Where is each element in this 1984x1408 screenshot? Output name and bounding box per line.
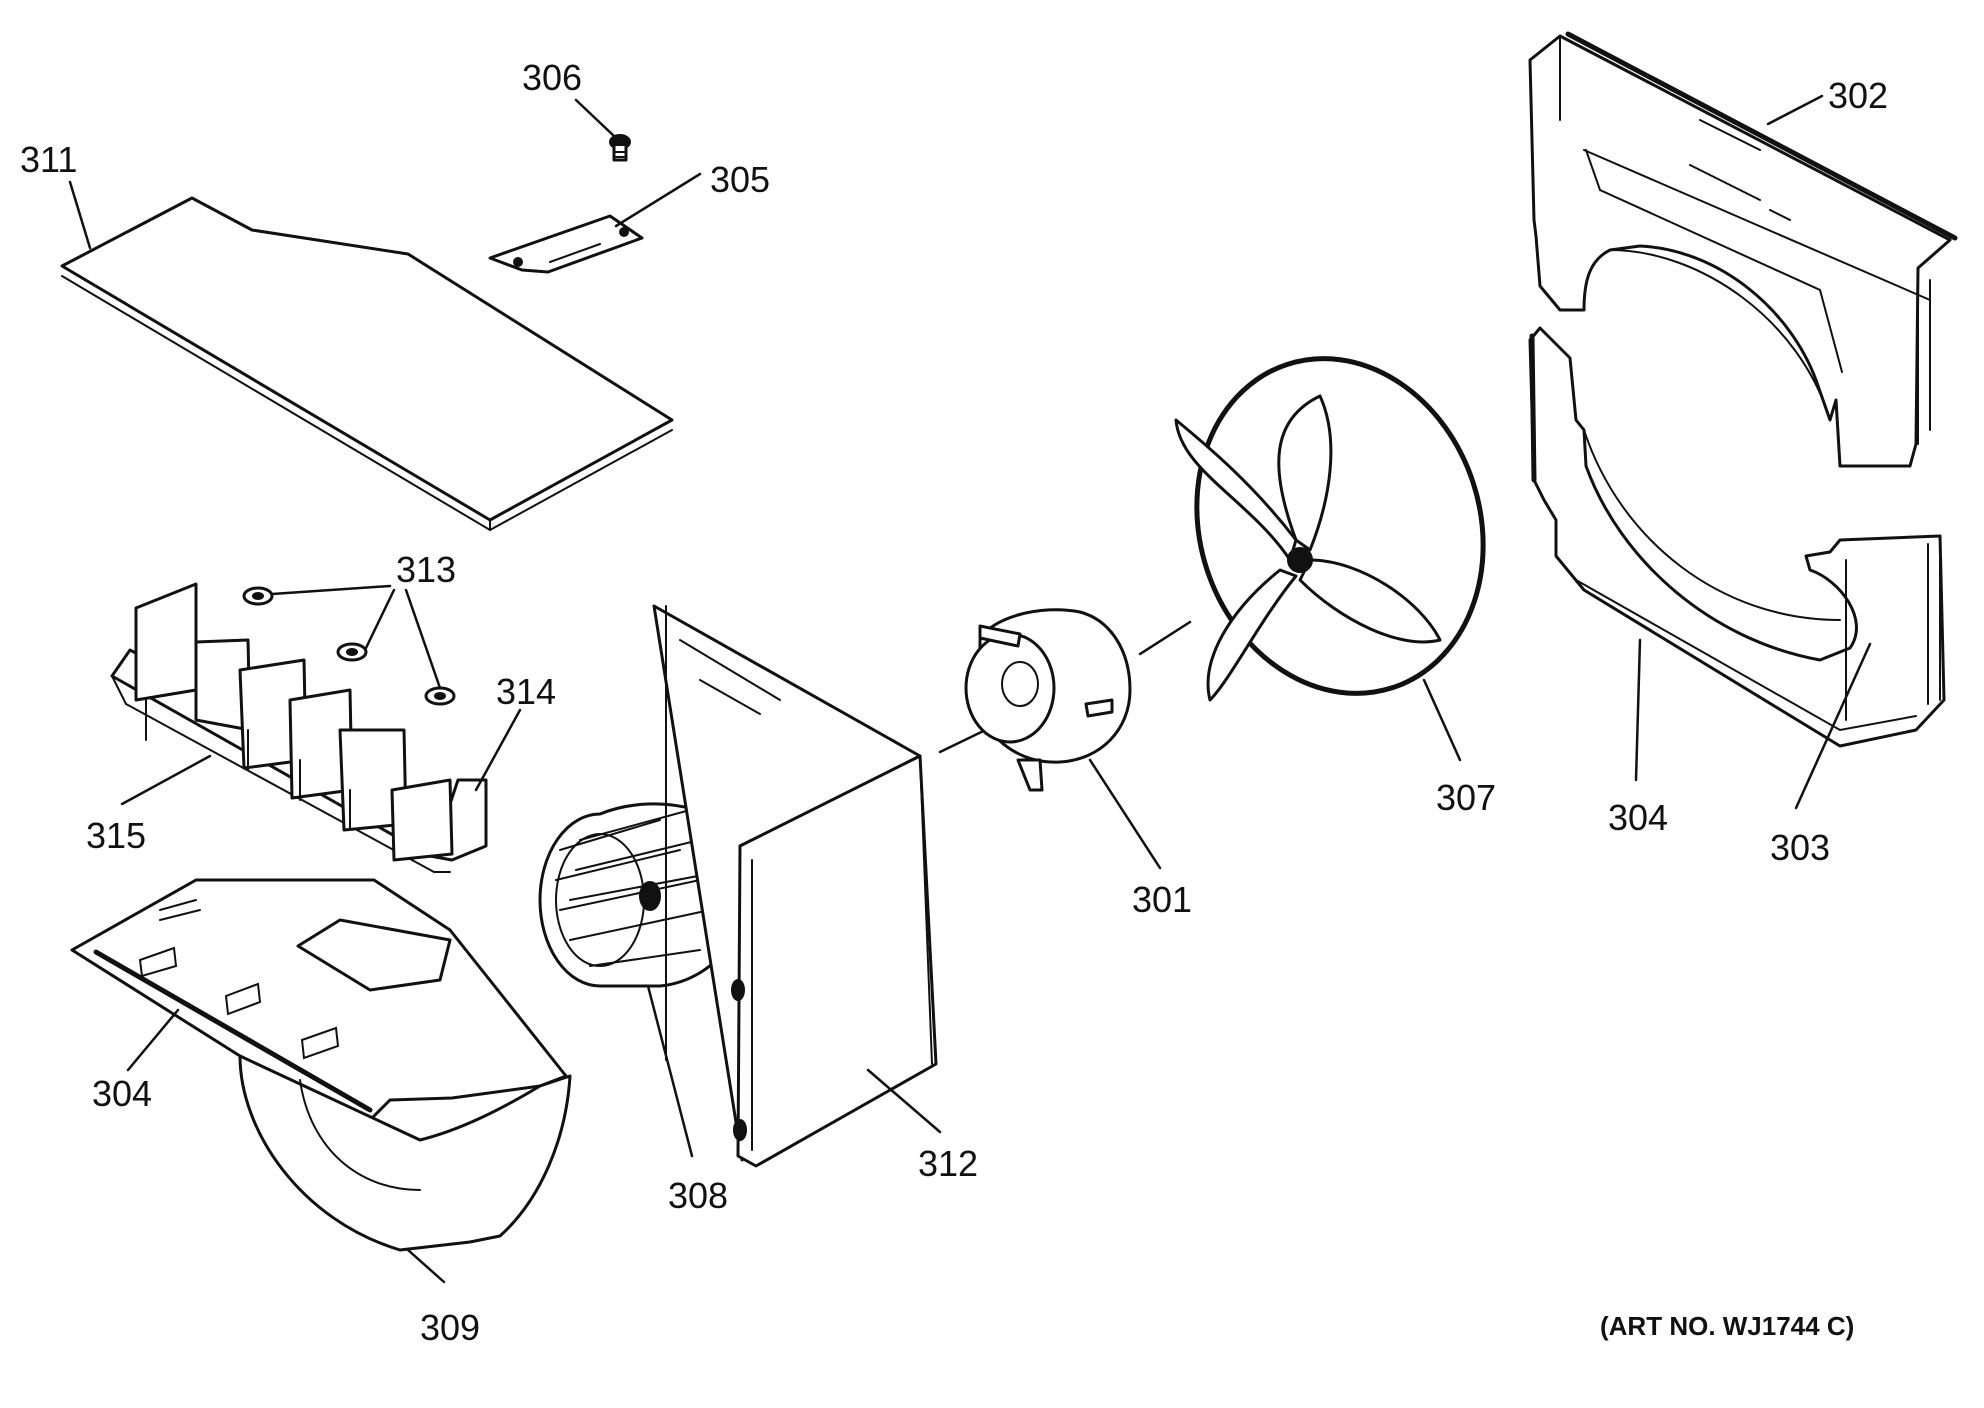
part-307-fan-blade xyxy=(1174,356,1486,702)
part-311-cover-panel xyxy=(60,196,674,532)
callout-307: 307 xyxy=(1436,777,1496,818)
leader-308 xyxy=(646,984,694,1158)
part-301-motor xyxy=(938,608,1192,792)
callout-labels: 306 305 311 302 313 314 315 301 307 304 … xyxy=(20,57,1888,1348)
leader-313-a xyxy=(270,584,392,596)
leader-312 xyxy=(866,1068,942,1134)
leader-313-c xyxy=(404,588,442,690)
part-305-bracket xyxy=(488,214,644,274)
leader-306 xyxy=(574,98,616,138)
callout-304-right: 304 xyxy=(1608,797,1668,838)
part-302-upper-shroud xyxy=(1528,31,1958,468)
part-312-housing-panel xyxy=(652,604,938,1168)
leader-303 xyxy=(1794,642,1872,810)
callout-302: 302 xyxy=(1828,75,1888,116)
callout-313: 313 xyxy=(396,549,456,590)
leader-304-right xyxy=(1634,638,1642,782)
callout-305: 305 xyxy=(710,159,770,200)
callout-315: 315 xyxy=(86,815,146,856)
callout-314: 314 xyxy=(496,671,556,712)
part-309-scroll-housing xyxy=(70,878,572,1252)
callout-311: 311 xyxy=(20,139,77,180)
art-number: (ART NO. WJ1744 C) xyxy=(1600,1311,1854,1341)
leader-304-left xyxy=(126,1008,180,1072)
leader-lines xyxy=(68,94,1872,1284)
callout-312: 312 xyxy=(918,1143,978,1184)
callout-306: 306 xyxy=(522,57,582,98)
leader-305 xyxy=(614,172,702,228)
callout-304-left: 304 xyxy=(92,1073,152,1114)
callout-308: 308 xyxy=(668,1175,728,1216)
part-315-divider-rack xyxy=(110,582,488,873)
part-306-screw xyxy=(609,134,631,162)
leader-301 xyxy=(1088,758,1162,870)
leader-309 xyxy=(406,1248,446,1284)
callout-303: 303 xyxy=(1770,827,1830,868)
callout-309: 309 xyxy=(420,1307,480,1348)
leader-302 xyxy=(1766,94,1824,126)
leader-313-b xyxy=(364,588,396,650)
callout-301: 301 xyxy=(1132,879,1192,920)
leader-314 xyxy=(474,708,522,792)
part-303-304-lower-shroud xyxy=(1528,326,1946,748)
leader-311 xyxy=(68,180,92,250)
leader-307 xyxy=(1422,678,1462,762)
leader-315 xyxy=(120,754,212,806)
